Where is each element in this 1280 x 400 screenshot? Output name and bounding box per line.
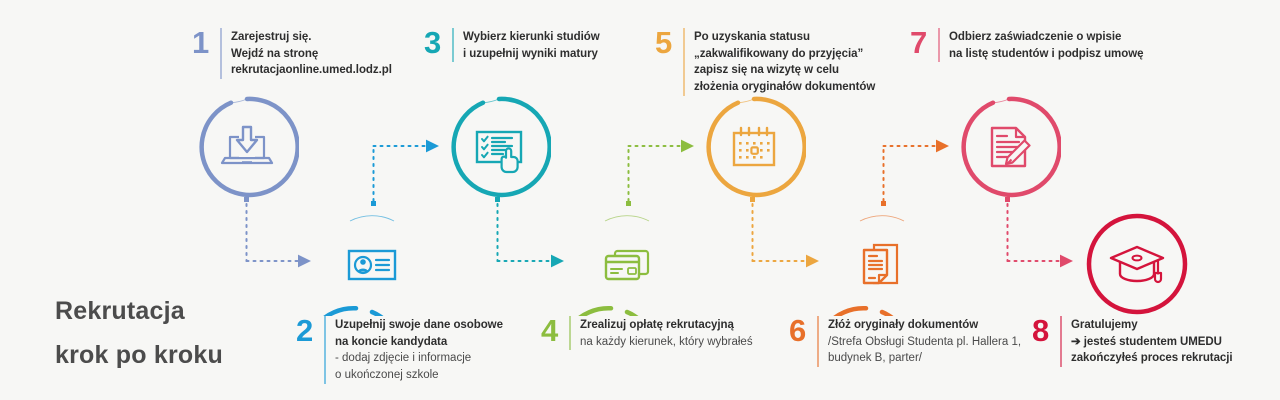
connector-5-to-6 [750, 197, 819, 268]
step-ring-1 [199, 96, 299, 198]
step-number-3: 3 [424, 25, 442, 60]
step-number-4: 4 [541, 313, 559, 348]
step-ring-7 [961, 96, 1061, 198]
step-ring-6 [833, 215, 905, 316]
step-8-line-1: Gratulujemy [1071, 319, 1138, 331]
id-card-icon [347, 249, 397, 281]
step-icon-node-2 [320, 212, 424, 316]
connector-4-to-5 [626, 139, 694, 206]
step-icon-node-3 [447, 95, 551, 199]
step-2-line-2: na koncie kandydata [335, 335, 448, 348]
step-1-line-3: rekrutacjaonline.umed.lodz.pl [231, 64, 392, 77]
step-rule-1 [220, 28, 222, 80]
step-text-4: Zrealizuj opłatę rekrutacyjną na każdy k… [580, 316, 753, 350]
step-caption-3: 3 Wybierz kierunki studiów i uzupełnij w… [424, 25, 600, 63]
step-ring-2 [323, 215, 395, 316]
calendar-icon [732, 126, 776, 167]
step-ring-4 [578, 215, 650, 316]
step-rule-3 [452, 28, 454, 63]
step-number-2: 2 [296, 313, 314, 348]
step-5-line-1: Po uzyskania statusu [694, 31, 810, 43]
step-caption-4: 4 Zrealizuj opłatę rekrutacyjną na każdy… [541, 313, 753, 351]
step-icon-node-7 [957, 95, 1061, 199]
step-rule-6 [817, 316, 819, 368]
step-rule-2 [324, 316, 326, 384]
step-8-line-2: ➔ jesteś studentem UMEDU [1071, 335, 1222, 348]
step-number-5: 5 [655, 25, 673, 60]
graduation-cap-icon [1109, 245, 1165, 284]
step-caption-7: 7 Odbierz zaświadczenie o wpisie na list… [910, 25, 1144, 63]
step-number-1: 1 [192, 25, 210, 60]
step-text-3: Wybierz kierunki studiów i uzupełnij wyn… [463, 28, 600, 62]
step-icon-node-6 [830, 212, 934, 316]
step-1-line-2: Wejdź na stronę [231, 47, 319, 60]
step-3-line-1: Wybierz kierunki studiów [463, 31, 600, 43]
checklist-hand-icon [475, 130, 523, 174]
step-rule-4 [569, 316, 571, 351]
step-ring-8 [1086, 213, 1188, 315]
documents-icon [862, 243, 899, 285]
step-8-line-3: zakończyłeś proces rekrutacji [1071, 352, 1233, 365]
step-text-8: Gratulujemy ➔ jesteś studentem UMEDU zak… [1071, 316, 1233, 367]
step-text-2: Uzupełnij swoje dane osobowe na koncie k… [335, 316, 503, 384]
step-caption-6: 6 Złóż oryginały dokumentów /Strefa Obsł… [789, 313, 1021, 368]
step-icon-node-1 [195, 95, 299, 199]
step-ring-3 [451, 96, 551, 198]
connector-6-to-7 [881, 139, 949, 206]
step-text-6: Złóż oryginały dokumentów /Strefa Obsług… [828, 316, 1021, 367]
step-1-line-1: Zarejestruj się. [231, 31, 312, 43]
step-5-line-2: „zakwalifikowany do przyjęcia” [694, 47, 864, 60]
step-3-line-2: i uzupełnij wyniki matury [463, 47, 598, 60]
connector-1-to-2 [244, 197, 311, 268]
step-4-line-1: Zrealizuj opłatę rekrutacyjną [580, 319, 734, 331]
laptop-download-icon [220, 125, 274, 165]
step-4-line-2: na każdy kierunek, który wybrałeś [580, 335, 753, 348]
step-caption-8: 8 Gratulujemy ➔ jesteś studentem UMEDU z… [1032, 313, 1233, 368]
step-caption-1: 1 Zarejestruj się. Wejdź na stronę rekru… [192, 25, 392, 80]
step-caption-5: 5 Po uzyskania statusu „zakwalifikowany … [655, 25, 875, 96]
step-6-line-2: /Strefa Obsługi Studenta pl. Hallera 1, [828, 335, 1022, 348]
connector-7-to-8 [1005, 197, 1073, 268]
page-title-line-2: krok po kroku [55, 340, 223, 369]
step-ring-5 [706, 96, 806, 198]
step-rule-5 [683, 28, 685, 96]
step-text-5: Po uzyskania statusu „zakwalifikowany do… [694, 28, 875, 96]
page-title: Rekrutacja krok po kroku [55, 290, 295, 378]
step-text-1: Zarejestruj się. Wejdź na stronę rekruta… [231, 28, 392, 79]
step-7-line-1: Odbierz zaświadczenie o wpisie [949, 31, 1122, 43]
connector-2-to-3 [371, 139, 439, 206]
step-rule-8 [1060, 316, 1062, 368]
connector-3-to-4 [495, 197, 564, 268]
step-2-line-3: - dodaj zdjęcie i informacje [335, 352, 472, 365]
step-text-7: Odbierz zaświadczenie o wpisie na listę … [949, 28, 1144, 62]
step-5-line-3: zapisz się na wizytę w celu [694, 64, 840, 77]
step-number-6: 6 [789, 313, 807, 348]
step-number-7: 7 [910, 25, 928, 60]
step-6-line-1: Złóż oryginały dokumentów [828, 319, 979, 331]
step-caption-2: 2 Uzupełnij swoje dane osobowe na koncie… [296, 313, 503, 384]
credit-cards-icon [604, 249, 650, 281]
step-2-line-4: o ukończonej szkole [335, 369, 439, 382]
step-6-line-3: budynek B, parter/ [828, 352, 922, 365]
document-pencil-icon [990, 126, 1031, 168]
step-5-line-4: złożenia oryginałów dokumentów [694, 81, 876, 94]
step-number-8: 8 [1032, 313, 1050, 348]
page-title-line-1: Rekrutacja [55, 297, 185, 325]
step-icon-node-5 [702, 95, 806, 199]
step-2-line-1: Uzupełnij swoje dane osobowe [335, 319, 503, 331]
step-rule-7 [938, 28, 940, 63]
step-icon-node-8 [1085, 212, 1189, 316]
step-7-line-2: na listę studentów i podpisz umowę [949, 47, 1144, 60]
step-icon-node-4 [575, 212, 679, 316]
